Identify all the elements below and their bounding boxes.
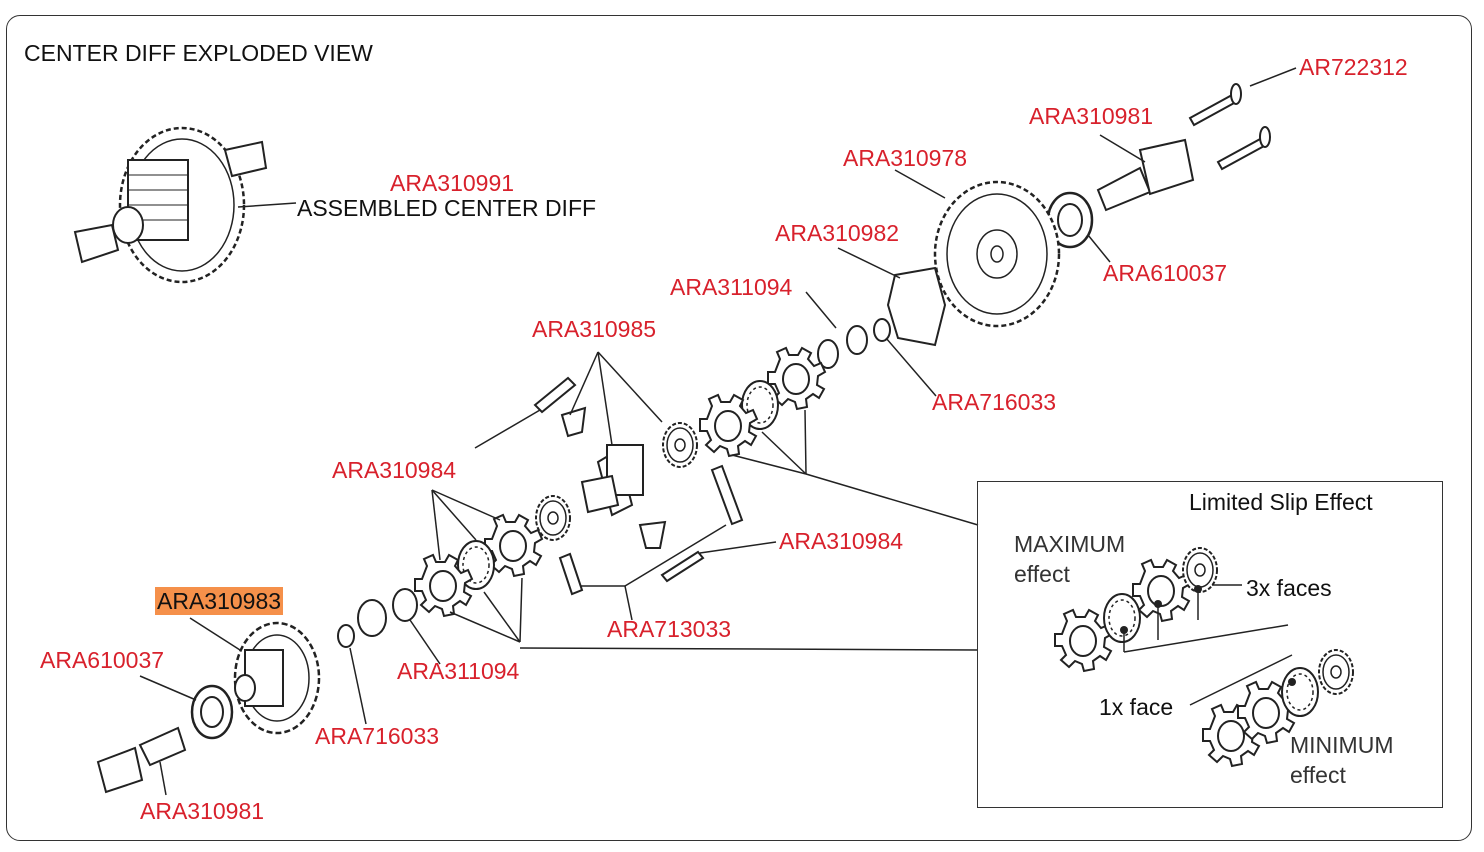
highlighted-part-number: ARA310983 bbox=[155, 587, 284, 615]
diff-case-drawing bbox=[96, 617, 321, 796]
part-label-ara310983: ARA310983 bbox=[155, 587, 284, 615]
minimum-effect-label: MINIMUM effect bbox=[1290, 731, 1393, 791]
assembled-center-diff-label: ASSEMBLED CENTER DIFF bbox=[297, 195, 597, 221]
part-label-ara310991: ARA310991 bbox=[390, 170, 515, 196]
part-label-ara311094-top: ARA311094 bbox=[670, 274, 793, 300]
assembled-diff-drawing bbox=[73, 126, 297, 284]
part-label-ara310984-left: ARA310984 bbox=[332, 457, 457, 483]
minimum-effect-word: effect bbox=[1290, 761, 1346, 788]
diagram-frame bbox=[6, 15, 1472, 841]
part-label-ara713033: ARA713033 bbox=[607, 616, 732, 642]
part-label-ara716033-top: ARA716033 bbox=[932, 389, 1057, 415]
limited-slip-drawing bbox=[1054, 547, 1354, 767]
page-title: CENTER DIFF EXPLODED VIEW bbox=[24, 40, 373, 66]
top-right-parts-drawing bbox=[805, 67, 1297, 397]
part-label-ara610037-bottom: ARA610037 bbox=[40, 647, 165, 673]
part-label-ara310981-top: ARA310981 bbox=[1029, 103, 1154, 129]
maximum-label: MAXIMUM bbox=[1014, 531, 1126, 557]
part-label-ara310982: ARA310982 bbox=[775, 220, 900, 246]
maximum-effect-label: MAXIMUM effect bbox=[1014, 530, 1125, 590]
minimum-label: MINIMUM bbox=[1290, 732, 1394, 758]
diff-internals-drawing bbox=[337, 347, 979, 725]
part-label-ara610037-top: ARA610037 bbox=[1103, 260, 1228, 286]
limited-slip-effect-panel bbox=[977, 481, 1443, 808]
part-label-ara310978: ARA310978 bbox=[843, 145, 968, 171]
part-label-ar722312: AR722312 bbox=[1299, 54, 1408, 80]
three-faces-label: 3x faces bbox=[1246, 575, 1332, 601]
part-label-ara311094-bottom: ARA311094 bbox=[397, 658, 520, 684]
one-face-label: 1x face bbox=[1099, 694, 1174, 720]
part-label-ara310981-bottom: ARA310981 bbox=[140, 798, 265, 824]
part-label-ara310985: ARA310985 bbox=[532, 316, 657, 342]
maximum-effect-word: effect bbox=[1014, 560, 1070, 587]
part-label-ara310984-right: ARA310984 bbox=[779, 528, 904, 554]
limited-slip-title: Limited Slip Effect bbox=[1189, 489, 1373, 515]
part-label-ara716033-bottom: ARA716033 bbox=[315, 723, 440, 749]
